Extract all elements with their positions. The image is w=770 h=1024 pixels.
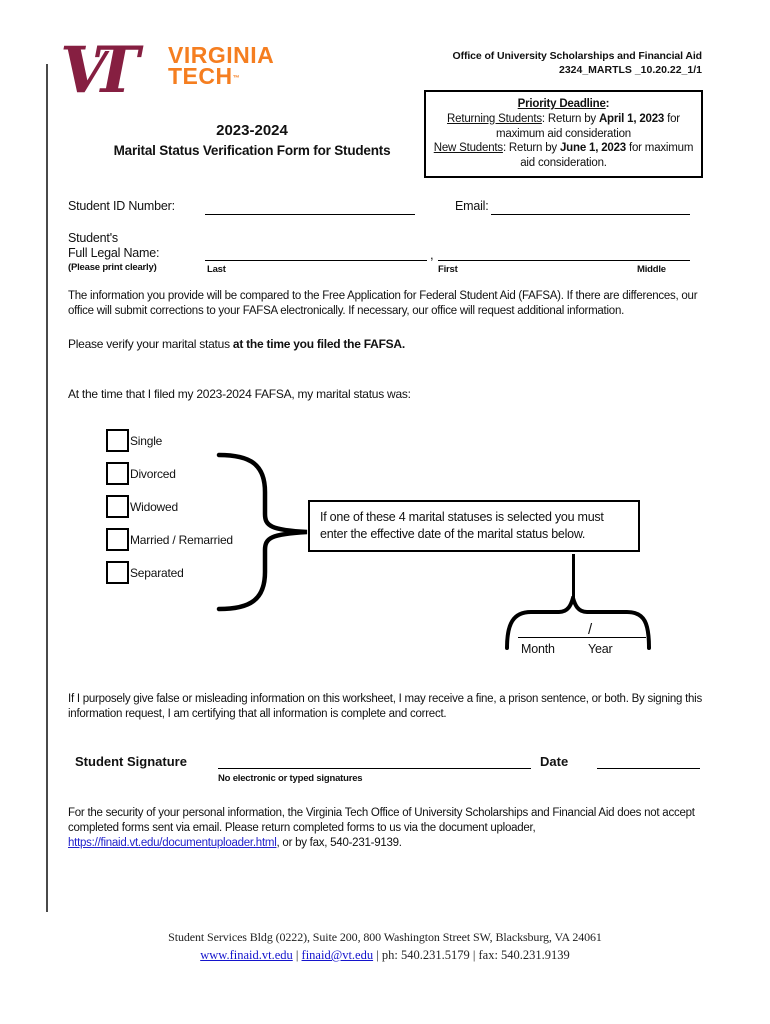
vt-wordmark-line1: VIRGINIA (168, 42, 275, 68)
option-label: Separated (130, 565, 184, 580)
security-lead: For the security of your personal inform… (68, 807, 695, 835)
new-mid: : Return by (502, 142, 560, 155)
footer: Student Services Bldg (0222), Suite 200,… (0, 930, 770, 963)
vt-logo-icon: V T (62, 38, 145, 100)
email-line[interactable] (491, 214, 690, 215)
security-tail: , or by fax, 540-231-9139. (276, 837, 402, 850)
first-label: First (438, 264, 458, 275)
option-label: Single (130, 433, 163, 448)
returning-date: April 1, 2023 (598, 112, 665, 125)
form-title-block: 2023-2024 Marital Status Verification Fo… (66, 122, 438, 158)
verify-instruction: Please verify your marital status at the… (68, 337, 405, 352)
footer-fax: fax: 540.231.9139 (478, 948, 570, 962)
status-prompt: At the time that I filed my 2023-2024 FA… (68, 387, 411, 401)
option-separated: Separated (106, 561, 184, 584)
callout-box: If one of these 4 marital statuses is se… (308, 500, 640, 552)
new-date: June 1, 2023 (559, 142, 626, 155)
footer-separator: | (472, 948, 476, 962)
name-comma: , (430, 247, 434, 262)
option-single: Single (106, 429, 162, 452)
verify-bold: at the time you filed the FAFSA. (232, 337, 405, 351)
vt-wordmark-tech: TECH (168, 63, 233, 89)
checkbox-widowed[interactable] (106, 495, 129, 518)
footer-address: Student Services Bldg (0222), Suite 200,… (168, 930, 602, 944)
email-label: Email: (455, 199, 489, 213)
date-line[interactable] (597, 768, 700, 769)
returning-mid: : Return by (541, 112, 599, 125)
student-signature-label: Student Signature (75, 754, 187, 769)
month-label: Month (521, 642, 555, 656)
last-name-line[interactable] (205, 260, 427, 261)
group-brace-icon (216, 452, 308, 612)
footer-contact: www.finaid.vt.edu | finaid@vt.edu | ph: … (0, 948, 770, 963)
callout-connector-line (572, 554, 575, 599)
first-middle-name-line[interactable] (438, 260, 690, 261)
footer-phone: ph: 540.231.5179 (381, 948, 470, 962)
name-label-line1: Student's (68, 231, 118, 245)
priority-deadline-box: Priority Deadline: Returning Students: R… (424, 90, 703, 178)
checkbox-separated[interactable] (106, 561, 129, 584)
footer-web-link[interactable]: www.finaid.vt.edu (200, 948, 293, 962)
form-code: 2324_MARTLS _10.20.22_1/1 (558, 64, 702, 76)
print-clearly-note: (Please print clearly) (68, 262, 157, 273)
date-slash: / (588, 621, 593, 638)
vt-logo-v: V (62, 38, 116, 100)
option-label: Married / Remarried (130, 532, 233, 547)
option-label: Widowed (130, 499, 178, 514)
footer-separator: | (295, 948, 299, 962)
checkbox-married-remarried[interactable] (106, 528, 129, 551)
option-married-remarried: Married / Remarried (106, 528, 233, 551)
footer-email-link[interactable]: finaid@vt.edu (301, 948, 374, 962)
vt-wordmark: VIRGINIA TECH™ (168, 42, 275, 89)
vt-logo-t: T (92, 38, 144, 100)
returning-tail: for maximum aid consideration (496, 112, 680, 140)
office-title: Office of University Scholarships and Fi… (452, 50, 703, 62)
last-label: Last (207, 264, 226, 275)
option-widowed: Widowed (106, 495, 178, 518)
security-paragraph: For the security of your personal inform… (68, 806, 718, 852)
document-uploader-link[interactable]: https://finaid.vt.edu/documentuploader.h… (68, 837, 277, 850)
student-id-line[interactable] (205, 214, 415, 215)
deadline-title: Priority Deadline (517, 98, 606, 110)
date-brace-icon (505, 596, 651, 650)
verify-normal: Please verify your marital status (68, 337, 233, 351)
signature-line[interactable] (218, 768, 531, 769)
new-students-label: New Students (433, 142, 503, 155)
middle-label: Middle (637, 264, 666, 275)
trademark-symbol: ™ (232, 75, 240, 82)
scan-edge-line (46, 64, 48, 912)
year-label: Year (588, 642, 613, 656)
header-right: Office of University Scholarships and Fi… (400, 50, 703, 76)
signature-note: No electronic or typed signatures (218, 773, 363, 784)
page-title: Marital Status Verification Form for Stu… (113, 143, 391, 158)
new-tail: for maximum aid consideration. (520, 142, 694, 170)
date-label: Date (540, 754, 569, 769)
checkbox-divorced[interactable] (106, 462, 129, 485)
option-divorced: Divorced (106, 462, 176, 485)
checkbox-single[interactable] (106, 429, 129, 452)
month-year-line[interactable] (518, 637, 646, 638)
footer-separator: | (376, 948, 379, 962)
returning-students-label: Returning Students (447, 112, 542, 125)
certification-paragraph: If I purposely give false or misleading … (68, 693, 702, 721)
option-label: Divorced (130, 466, 176, 481)
intro-paragraph: The information you provide will be comp… (68, 290, 698, 318)
deadline-colon: : (605, 98, 610, 110)
form-year: 2023-2024 (216, 122, 288, 139)
student-id-label: Student ID Number: (68, 199, 175, 213)
vt-wordmark-line2: TECH™ (168, 63, 274, 89)
name-label-line2: Full Legal Name: (68, 246, 160, 260)
